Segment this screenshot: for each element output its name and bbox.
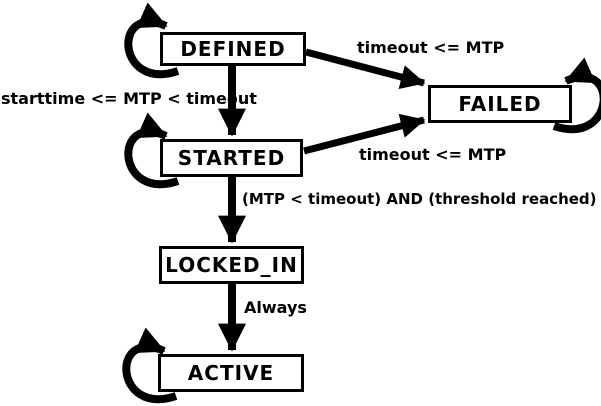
self-loop-failed <box>552 57 601 134</box>
state-node-defined: DEFINED <box>160 32 306 66</box>
arrow-defined-to-failed <box>305 48 426 89</box>
state-node-started: STARTED <box>160 139 303 177</box>
edge-label-defined-to-failed: timeout <= MTP <box>357 38 505 57</box>
edge-label-started-to-failed: timeout <= MTP <box>359 145 507 164</box>
edge-label-defined-to-started: starttime <= MTP < timeout <box>1 89 257 108</box>
self-loop-active <box>122 327 178 404</box>
state-node-locked-in: LOCKED_IN <box>159 246 304 284</box>
state-node-active: ACTIVE <box>158 354 304 392</box>
arrow-started-to-failed <box>303 113 426 155</box>
self-loop-started <box>124 112 180 189</box>
edge-label-started-to-locked-in: (MTP < timeout) AND (threshold reached) <box>242 190 597 208</box>
self-loop-defined <box>124 2 180 79</box>
state-node-failed: FAILED <box>428 85 572 123</box>
edge-label-locked-in-to-active: Always <box>244 298 307 317</box>
